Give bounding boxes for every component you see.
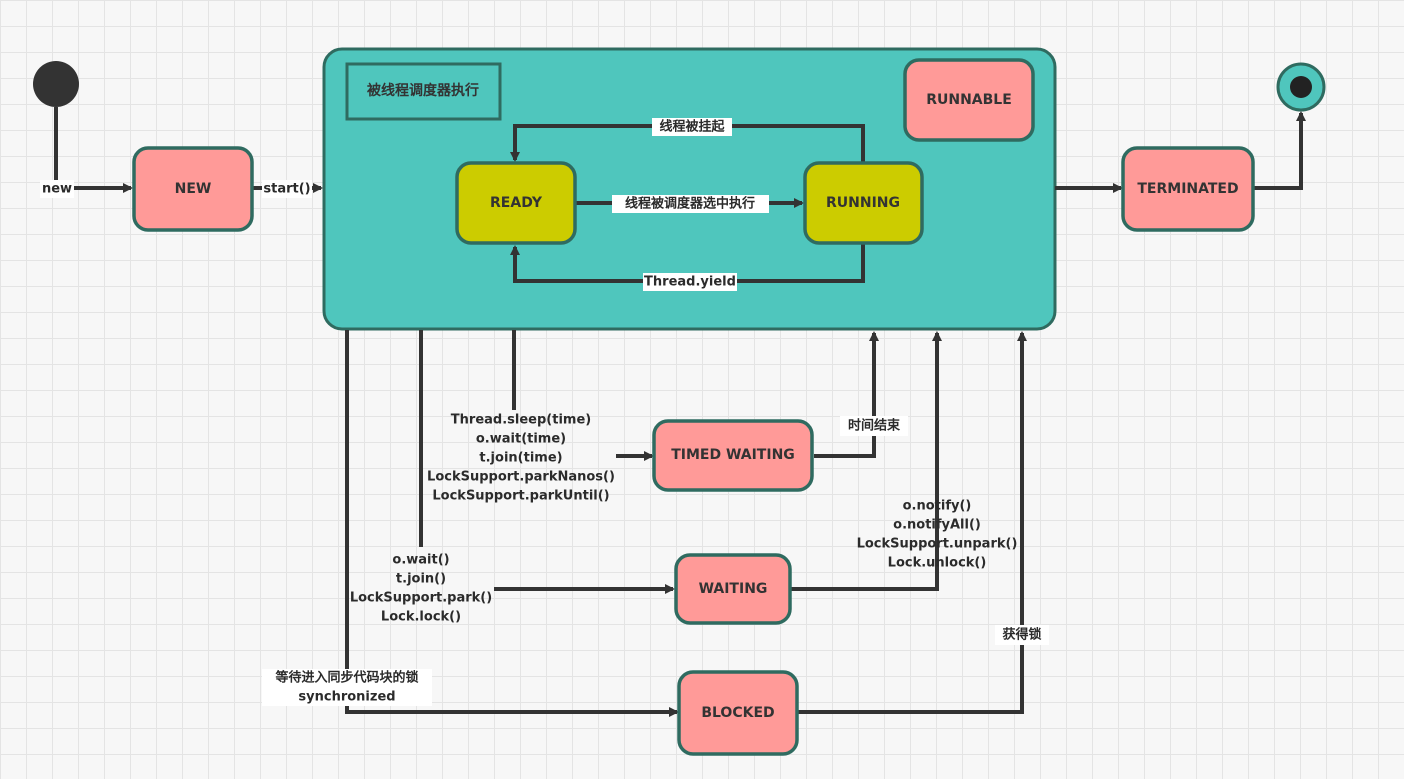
state-terminated-label: TERMINATED (1137, 181, 1238, 197)
edge-label-notify-3: Lock.unlock() (888, 556, 987, 571)
state-waiting-label: WAITING (699, 581, 768, 597)
edge-label-sleep-1: o.wait(time) (476, 432, 566, 447)
edge-label-yield: Thread.yield (644, 275, 736, 290)
edge-label-wait-3: Lock.lock() (381, 610, 461, 625)
edge-label-sleep-4: LockSupport.parkUntil() (432, 489, 609, 504)
edge-label-start: start() (263, 182, 310, 197)
edge-blocked-runnable (798, 331, 1027, 714)
edge-label-sleep-3: LockSupport.parkNanos() (427, 470, 615, 485)
edge-label-notify-1: o.notifyAll() (893, 518, 981, 533)
edge-label-time-up: 时间结束 (848, 418, 901, 434)
edge-label-wait-1: t.join() (396, 572, 446, 587)
state-timed-waiting-label: TIMED WAITING (671, 447, 795, 463)
edge-label-wait-0: o.wait() (392, 553, 449, 568)
label-bg-new (40, 180, 74, 198)
label-bg-blocked (262, 669, 432, 706)
edge-waiting-runnable (791, 331, 942, 591)
runnable-title: 被线程调度器执行 (367, 82, 479, 99)
state-terminated (1121, 146, 1255, 232)
edge-runnable-blocked (345, 330, 679, 717)
edge-label-notify-0: o.notify() (903, 499, 972, 514)
label-bg-suspended (652, 118, 732, 136)
edge-label-acquire-lock: 获得锁 (1002, 627, 1041, 643)
state-new (132, 146, 254, 232)
state-blocked-label: BLOCKED (701, 705, 774, 721)
edge-label-sleep-0: Thread.sleep(time) (451, 413, 591, 428)
edge-label-scheduled: 线程被调度器选中执行 (625, 196, 755, 212)
edge-label-notify-2: LockSupport.unpark() (857, 537, 1018, 552)
state-ready-label: READY (490, 195, 543, 211)
state-runnable (903, 58, 1035, 142)
edge-terminated-end (1254, 111, 1306, 190)
state-timed-waiting (652, 419, 814, 492)
label-bg-acquire-lock (995, 625, 1049, 645)
label-bg-yield (643, 273, 737, 291)
label-bg-scheduled (612, 195, 769, 213)
state-running (803, 161, 924, 245)
edge-label-new: new (42, 182, 72, 197)
edge-label-blocked-0: 等待进入同步代码块的锁 (274, 670, 418, 686)
state-running-label: RUNNING (826, 195, 900, 211)
edge-label-blocked-1: synchronized (298, 690, 395, 705)
edge-label-wait-group: o.wait() t.join() LockSupport.park() Loc… (350, 553, 492, 625)
state-waiting (674, 553, 792, 625)
state-ready (455, 161, 577, 245)
label-bg-time-up (840, 416, 908, 436)
state-runnable-label: RUNNABLE (926, 92, 1012, 108)
edge-label-wait-2: LockSupport.park() (350, 591, 492, 606)
start-node (33, 61, 79, 107)
edge-label-sleep-group: Thread.sleep(time) o.wait(time) t.join(t… (427, 413, 615, 504)
edge-timed-runnable (814, 331, 879, 458)
edge-label-sleep-2: t.join(time) (479, 451, 562, 466)
state-blocked (677, 670, 799, 756)
end-node-core (1290, 76, 1312, 98)
runnable-title-box (345, 62, 502, 121)
edge-start-new (54, 107, 133, 193)
state-new-label: NEW (175, 181, 212, 197)
edge-label-notify-group: o.notify() o.notifyAll() LockSupport.unp… (857, 499, 1018, 571)
label-bg-start (262, 180, 312, 198)
edge-label-suspended: 线程被挂起 (659, 119, 725, 135)
